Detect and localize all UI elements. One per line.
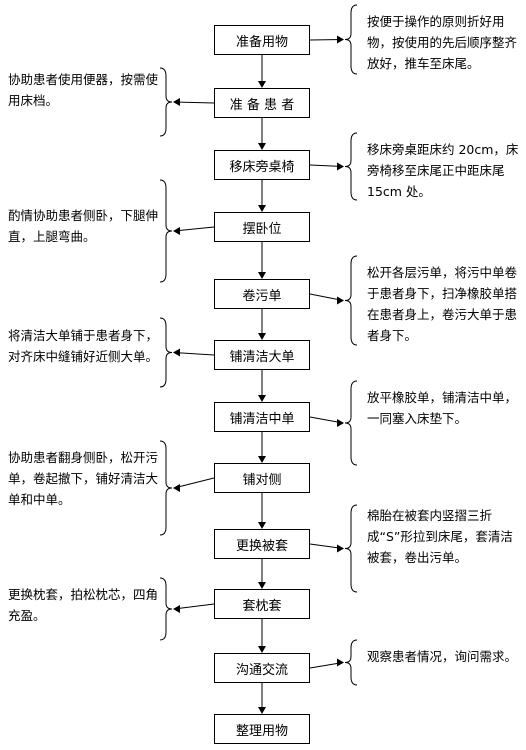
step-position-patient: 摆卧位 <box>214 212 310 242</box>
note-lay-clean-draw-sheet: 放平橡胶单，铺清洁中单，一同塞入床垫下。 <box>367 390 518 426</box>
note-move-bedside-table-chair: 移床旁桌距床约 20cm，床旁椅移至床尾正中距床尾 15cm 处。 <box>367 142 519 199</box>
arrow-left-1 <box>173 101 215 104</box>
note-communicate: 观察患者情况，询问需求。 <box>367 649 518 664</box>
step-move-bedside-table-chair: 移床旁桌椅 <box>214 150 310 180</box>
step-change-pillowcase: 套枕套 <box>214 589 310 619</box>
note-change-duvet-cover: 棉胎在被套内竖摺三折成“S”形拉到床尾，套清洁被套，卷出污单。 <box>367 508 513 565</box>
note-make-far-side: 协助患者翻身侧卧，松开污单，卷起撤下，铺好清洁大单和中单。 <box>8 450 159 507</box>
step-roll-dirty-sheet: 卷污单 <box>214 279 310 309</box>
brace-left-7 <box>159 440 173 536</box>
brace-right-8 <box>344 504 358 593</box>
step-lay-clean-large-sheet: 铺清洁大单 <box>214 340 310 370</box>
note-change-pillowcase: 更换枕套，拍松枕芯，四角充盈。 <box>8 587 159 623</box>
note-roll-dirty-sheet: 松开各层污单，将污中单卷于患者身下，扫净橡胶单搭在患者身上，卷污大单于患者身下。 <box>367 265 518 343</box>
arrow-left-9 <box>173 603 215 610</box>
brace-left-9 <box>159 577 173 641</box>
brace-right-2 <box>344 132 358 201</box>
brace-right-4 <box>344 255 358 346</box>
brace-right-10 <box>344 639 358 686</box>
arrow-left-7 <box>173 477 215 489</box>
brace-left-1 <box>159 67 173 137</box>
step-tidy-supplies: 整理用物 <box>214 714 310 744</box>
note-prepare-supplies: 按便于操作的原则折好用物，按使用的先后顺序整齐放好，推车至床尾。 <box>367 14 518 71</box>
note-position-patient: 酌情协助患者侧卧，下腿伸直，上腿弯曲。 <box>8 208 159 244</box>
brace-left-5 <box>159 317 173 388</box>
arrow-left-5 <box>173 352 215 356</box>
note-lay-clean-large-sheet: 将清洁大单铺于患者身下，对齐床中缝铺好近侧大单。 <box>8 328 159 364</box>
step-lay-clean-draw-sheet: 铺清洁中单 <box>214 402 310 432</box>
brace-left-3 <box>159 179 173 283</box>
step-prepare-patient: 准 备 患 者 <box>214 88 310 118</box>
brace-right-6 <box>344 380 358 466</box>
step-change-duvet-cover: 更换被套 <box>214 529 310 559</box>
arrow-left-3 <box>173 226 215 232</box>
step-communicate: 沟通交流 <box>214 653 310 683</box>
note-prepare-patient: 协助患者使用便器，按需使用床档。 <box>8 72 159 108</box>
brace-right-0 <box>344 4 358 75</box>
step-prepare-supplies: 准备用物 <box>214 25 310 55</box>
step-make-far-side: 铺对侧 <box>214 463 310 493</box>
